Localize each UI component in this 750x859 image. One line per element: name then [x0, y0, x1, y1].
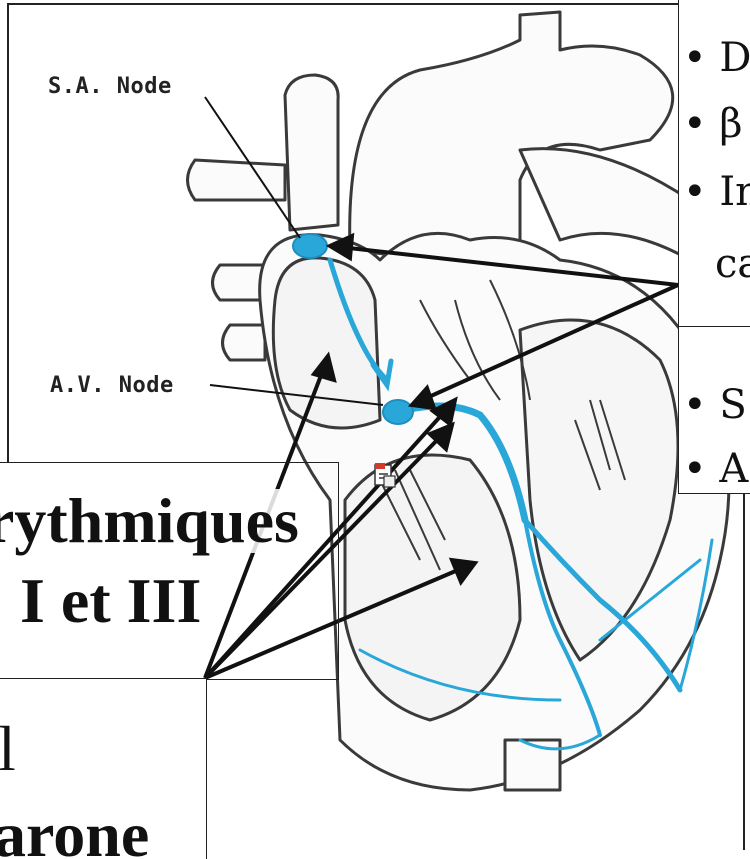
right-panel-bottom: • S • A [678, 326, 750, 494]
sa-node-label: S.A. Node [48, 76, 172, 98]
sa-node [293, 234, 327, 258]
av-node-label: A.V. Node [50, 375, 174, 397]
left-panel-line2: I et III [20, 569, 201, 633]
bottom-panel-line1: l [0, 717, 16, 781]
left-panel-line1: rythmiques [0, 489, 299, 553]
left-panel: rythmiques I et III [0, 462, 339, 680]
pulmonary-vein-low [223, 325, 266, 360]
right-panel-top: • D • β • In ca [678, 0, 750, 327]
right-bullet-4: • S [683, 385, 747, 425]
right-bullet-1: • D [683, 38, 750, 78]
pulmonary-artery [520, 149, 690, 260]
right-bullet-3-cont: ca [715, 244, 750, 284]
right-bullet-5: • A [683, 449, 748, 489]
bottom-panel: l arone [0, 678, 207, 859]
pulmonary-vein-mid [213, 265, 266, 300]
bottom-panel-line2: arone [0, 803, 149, 859]
document-icon[interactable] [374, 462, 396, 488]
av-node [383, 400, 413, 424]
superior-vena-cava [285, 75, 338, 230]
right-bullet-2: • β [683, 104, 742, 144]
right-bullet-3: • In [683, 172, 750, 212]
